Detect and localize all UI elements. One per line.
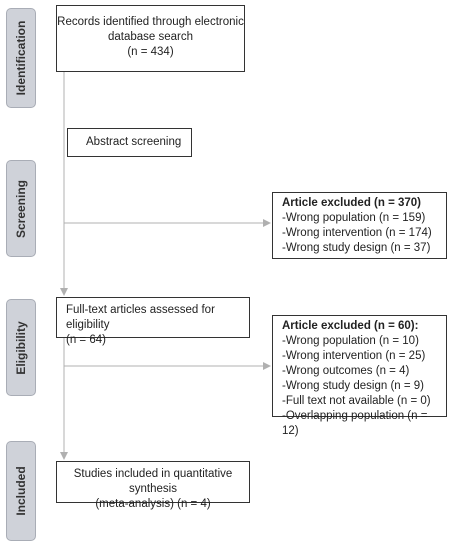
- stage-screening-tab: Screening: [6, 160, 36, 257]
- excluded2-line-3: -Wrong outcomes (n = 4): [282, 365, 410, 377]
- excluded2-title: Article excluded (n = 60):: [282, 320, 419, 332]
- included-line-2: (meta-analysis) (n = 4): [95, 498, 211, 510]
- records-line-3: (n = 434): [127, 46, 174, 58]
- stage-included-tab: Included: [6, 441, 36, 541]
- stage-identification-tab: Identification: [6, 8, 36, 108]
- excluded2-line-1: -Wrong population (n = 10): [282, 335, 419, 347]
- excluded2-line-6: -Overlapping population (n = 12): [282, 410, 428, 437]
- excluded1-line-3: -Wrong study design (n = 37): [282, 242, 431, 254]
- excluded1-line-2: -Wrong intervention (n = 174): [282, 227, 432, 239]
- excluded2-line-4: -Wrong study design (n = 9): [282, 380, 425, 392]
- fulltext-line-2: (n = 64): [66, 334, 106, 346]
- records-line-1: Records identified through electronic: [57, 16, 244, 28]
- included-line-1: Studies included in quantitative synthes…: [73, 468, 233, 495]
- records-identified-box: Records identified through electronic da…: [56, 5, 245, 72]
- excluded1-title: Article excluded (n = 370): [282, 197, 422, 209]
- abstract-screening-box: Abstract screening: [67, 128, 192, 157]
- excluded2-line-5: -Full text not available (n = 0): [282, 395, 431, 407]
- excluded-fulltext-box: Article excluded (n = 60): -Wrong popula…: [272, 315, 447, 437]
- studies-included-box: Studies included in quantitative synthes…: [56, 461, 250, 510]
- excluded-abstract-box: Article excluded (n = 370) -Wrong popula…: [272, 192, 447, 259]
- fulltext-line-1: Full-text articles assessed for eligibil…: [66, 304, 215, 331]
- excluded1-line-1: -Wrong population (n = 159): [282, 212, 426, 224]
- stage-eligibility-tab: Eligibility: [6, 299, 36, 396]
- excluded2-line-2: -Wrong intervention (n = 25): [282, 350, 426, 362]
- records-line-2: database search: [107, 31, 194, 43]
- abstract-line-1: Abstract screening: [86, 136, 182, 148]
- fulltext-assessed-box: Full-text articles assessed for eligibil…: [56, 297, 250, 346]
